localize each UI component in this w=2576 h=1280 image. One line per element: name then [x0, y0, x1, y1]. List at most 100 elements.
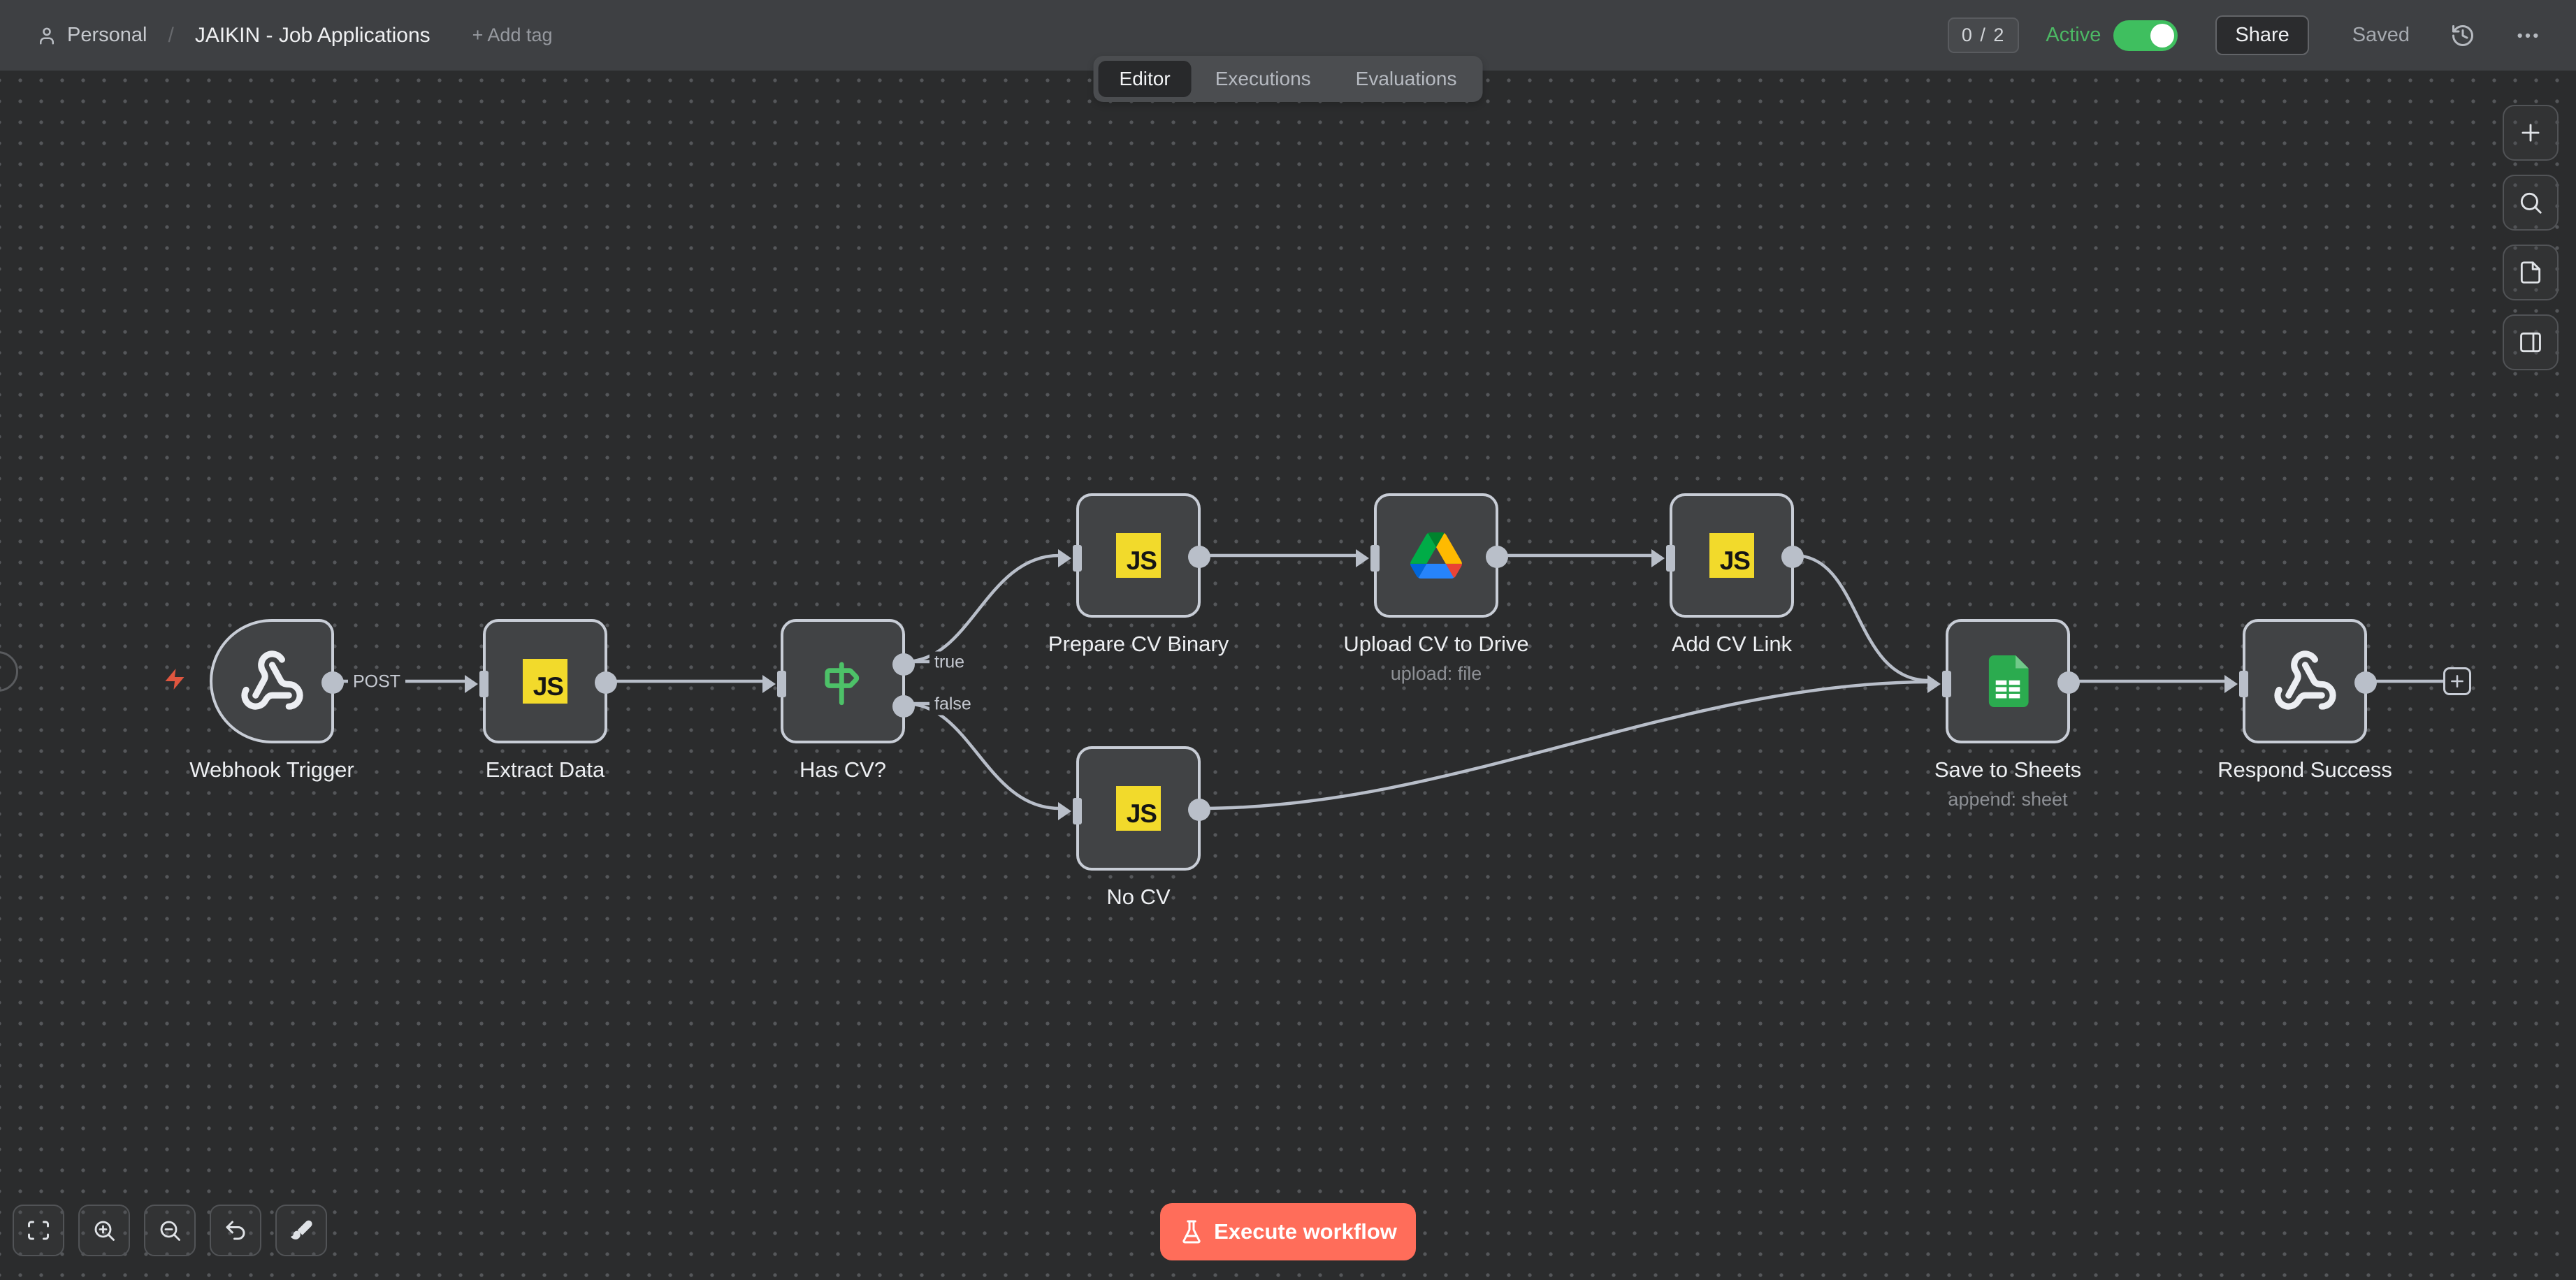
toggle-panel-button[interactable]	[2503, 314, 2559, 370]
node-has-cv[interactable]: Has CV?	[762, 619, 915, 782]
node-save-to-sheets[interactable]: Save to Sheets append: sheet	[1927, 619, 2081, 810]
active-toggle[interactable]	[2113, 20, 2178, 51]
node-upload-cv-to-drive[interactable]: Upload CV to Drive upload: file	[1343, 493, 1529, 684]
share-button[interactable]: Share	[2215, 15, 2309, 55]
js-code-icon: JS	[1079, 496, 1198, 615]
fit-view-button[interactable]	[13, 1205, 64, 1256]
node-add-cv-link[interactable]: JS Add CV Link	[1651, 493, 1804, 656]
history-icon[interactable]	[2450, 23, 2475, 48]
js-code-icon: JS	[1079, 749, 1198, 868]
node-label: Prepare CV Binary	[1048, 632, 1229, 656]
undo-icon	[226, 1221, 245, 1240]
input-arrow	[2224, 675, 2238, 693]
output-port[interactable]	[2057, 671, 2080, 694]
input-port[interactable]	[1370, 545, 1380, 572]
connection-edge-false[interactable]	[904, 701, 1060, 810]
zoom-out-icon	[160, 1221, 180, 1241]
node-label: Extract Data	[485, 757, 605, 782]
webhook-icon	[212, 622, 331, 741]
google-sheets-icon	[1948, 622, 2067, 741]
google-drive-icon	[1377, 496, 1496, 615]
breadcrumb-project[interactable]: Personal	[36, 24, 147, 47]
add-node-icon	[2521, 124, 2540, 142]
output-port[interactable]	[1188, 546, 1210, 568]
js-code-icon: JS	[486, 622, 605, 741]
zoom-in-icon	[94, 1221, 115, 1241]
node-label: Save to Sheets	[1934, 757, 2082, 782]
edge-label-true: true	[929, 651, 970, 674]
add-next-node-button[interactable]	[2443, 667, 2471, 695]
output-port[interactable]	[1486, 546, 1508, 568]
sticky-note-icon	[2520, 261, 2541, 284]
edge-label-post: POST	[348, 671, 406, 693]
undo-button[interactable]	[210, 1205, 261, 1256]
active-label: Active	[2046, 24, 2101, 46]
lightning-bolt-icon	[162, 665, 187, 693]
input-arrow	[762, 675, 776, 693]
flask-icon	[1182, 1220, 1201, 1244]
output-port[interactable]	[1781, 546, 1804, 568]
project-name: Personal	[67, 24, 147, 46]
node-respond-success[interactable]: Respond Success	[2217, 619, 2392, 782]
tab-executions[interactable]: Executions	[1215, 68, 1311, 89]
tab-evaluations[interactable]: Evaluations	[1355, 68, 1457, 89]
input-port[interactable]	[777, 671, 786, 697]
saved-status: Saved	[2352, 24, 2410, 46]
canvas-right-toolbar	[2503, 105, 2559, 370]
node-label: Add CV Link	[1671, 632, 1793, 656]
node-subtitle: append: sheet	[1948, 789, 2068, 810]
output-port-false[interactable]	[892, 695, 915, 718]
input-port[interactable]	[1942, 671, 1951, 697]
input-port[interactable]	[1073, 798, 1082, 824]
breadcrumb-separator: /	[168, 23, 174, 47]
evaluation-count-badge[interactable]: 0 / 2	[1947, 17, 2020, 53]
node-prepare-cv-binary[interactable]: JS Prepare CV Binary	[1048, 493, 1229, 656]
connection-edge[interactable]	[1200, 680, 1930, 810]
input-port[interactable]	[1666, 545, 1675, 572]
output-port[interactable]	[1188, 799, 1210, 821]
execute-workflow-label: Execute workflow	[1214, 1219, 1397, 1244]
workflow-title[interactable]: JAIKIN - Job Applications	[194, 23, 430, 47]
execute-workflow-button[interactable]: Execute workflow	[1160, 1203, 1416, 1260]
zoom-in-button[interactable]	[78, 1205, 130, 1256]
output-port[interactable]	[2354, 671, 2377, 694]
view-tabs: Editor Executions Evaluations	[1093, 56, 1483, 102]
input-port[interactable]	[479, 671, 489, 697]
toggle-knob	[2150, 23, 2175, 48]
add-tag-button[interactable]: + Add tag	[472, 24, 553, 45]
node-label: Respond Success	[2217, 757, 2392, 782]
input-arrow	[1927, 675, 1941, 693]
input-arrow	[1058, 802, 1071, 820]
if-switch-icon	[783, 622, 902, 741]
node-extract-data[interactable]: JS Extract Data	[465, 619, 617, 782]
panel-right-icon	[2520, 332, 2541, 353]
fit-view-icon	[28, 1221, 49, 1240]
add-node-button[interactable]	[2503, 105, 2559, 161]
sticky-note-button[interactable]	[2503, 245, 2559, 300]
tidy-up-icon	[291, 1220, 312, 1240]
connection-edge[interactable]	[1793, 553, 1930, 683]
tab-editor[interactable]: Editor	[1098, 61, 1192, 97]
node-no-cv[interactable]: JS No CV	[1058, 746, 1210, 909]
output-port[interactable]	[321, 671, 344, 694]
search-button[interactable]	[2503, 175, 2559, 231]
zoom-out-button[interactable]	[144, 1205, 196, 1256]
output-port-true[interactable]	[892, 653, 915, 676]
search-icon	[2520, 192, 2542, 214]
tidy-up-button[interactable]	[275, 1205, 327, 1256]
input-arrow	[465, 675, 478, 693]
node-webhook-trigger[interactable]: Webhook Trigger	[189, 619, 354, 782]
ellipsis-menu-icon[interactable]	[2516, 24, 2540, 48]
webhook-icon	[2245, 622, 2364, 741]
node-label: Upload CV to Drive	[1343, 632, 1529, 656]
output-port[interactable]	[595, 671, 617, 694]
node-subtitle: upload: file	[1390, 663, 1482, 684]
input-port[interactable]	[2239, 671, 2248, 697]
input-port[interactable]	[1073, 545, 1082, 572]
canvas-bottom-toolbar	[13, 1205, 327, 1256]
connection-edge-true[interactable]	[904, 553, 1060, 664]
input-arrow	[1058, 549, 1071, 567]
